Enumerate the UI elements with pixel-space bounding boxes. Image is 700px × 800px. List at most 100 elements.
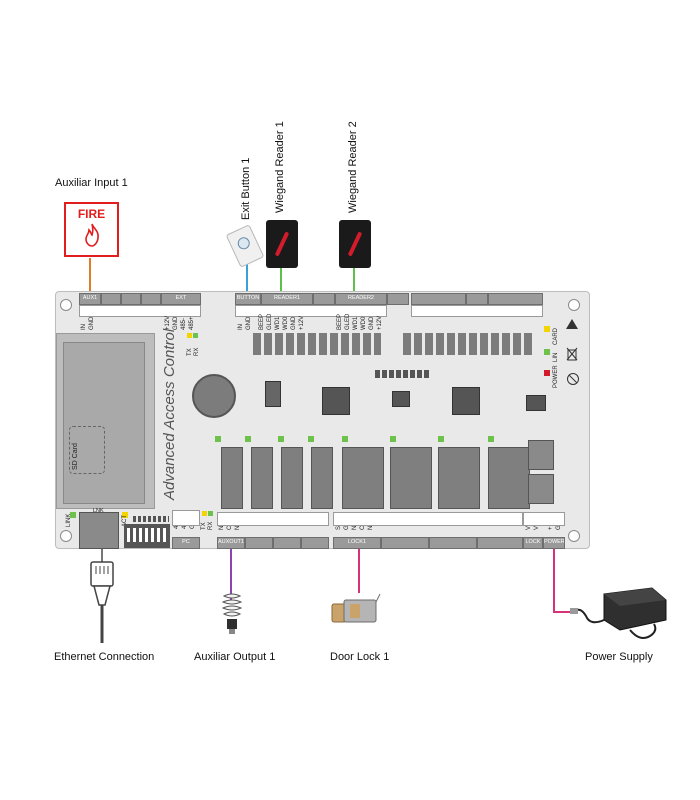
ethernet-plug-icon — [90, 561, 114, 643]
pc-terminal: PC — [172, 537, 200, 549]
pc-socket — [172, 510, 200, 526]
fuse-block — [528, 474, 554, 504]
dip-switch — [124, 524, 170, 548]
small-chip-1 — [265, 381, 281, 407]
relay-4 — [311, 447, 333, 509]
relay-1 — [221, 447, 243, 509]
tx-label-bottom: TX — [201, 522, 207, 530]
reader1-device — [266, 220, 298, 268]
terminal-blank-1 — [101, 293, 121, 305]
r2-pin-gled: GLED — [345, 313, 351, 330]
rx-label-bottom: RX — [208, 521, 214, 530]
tx-led-bottom — [202, 511, 207, 516]
top-socket-reader — [235, 305, 387, 317]
power-adapter-icon — [570, 587, 667, 639]
coin-battery — [192, 374, 236, 418]
flame-icon — [84, 223, 99, 247]
rj45-port — [79, 512, 119, 549]
ext-pin-485m: 485- — [181, 317, 187, 330]
door-lock-icon — [331, 593, 381, 623]
door-lock-label: Door Lock 1 — [330, 651, 390, 663]
mount-hole-tl — [60, 299, 72, 311]
mount-hole-br — [568, 530, 580, 542]
sd-card-label: SD Card — [72, 443, 79, 470]
reader2-label: Wiegand Reader 2 — [347, 121, 359, 213]
link-led — [70, 512, 76, 518]
lock-led-3 — [438, 436, 444, 442]
mount-hole-tr — [568, 299, 580, 311]
power-terminal: POWER — [543, 537, 565, 549]
reader2-led-icon — [347, 231, 363, 257]
auxout-terminal: AUXOUT1 — [217, 537, 245, 549]
relay-led-1 — [215, 436, 221, 442]
power-supply-label: Power Supply — [585, 651, 653, 663]
terminal-blank-8 — [488, 293, 543, 305]
power-socket — [523, 512, 565, 526]
exit-button-label: Exit Button 1 — [240, 157, 252, 220]
card-led — [544, 326, 550, 332]
r2-pin-beep: BEEP — [337, 313, 343, 330]
terminal-blank-5 — [387, 293, 409, 305]
mount-hole-bl — [60, 530, 72, 542]
button-terminal: BUTTON — [235, 293, 261, 305]
r1-pin-gnd: GND — [291, 316, 297, 330]
aux1-terminal: AUX1 — [79, 293, 101, 305]
bin-icon — [566, 347, 578, 361]
r1-pin-wd1: WD1 — [275, 316, 281, 330]
ethernet-label: Ethernet Connection — [54, 651, 155, 663]
r1-pin-12v: +12V — [299, 315, 305, 330]
button-pin-gnd: GND — [246, 316, 252, 330]
regulator-chip — [392, 391, 410, 407]
mcu-chip-2 — [452, 387, 480, 415]
top-socket-right — [411, 305, 543, 317]
terminal-bottom-blank-1 — [245, 537, 273, 549]
lock2-terminal — [381, 537, 429, 549]
card-led-label: CARD — [553, 327, 559, 345]
r2-pin-wd1: WD1 — [353, 316, 359, 330]
lock-relay-2 — [390, 447, 432, 509]
warning-icon — [566, 319, 578, 329]
board-title: Advanced Access Control — [161, 328, 178, 500]
lock-v-terminal: LOCK — [523, 537, 543, 549]
r2-pin-12v: +12V — [377, 315, 383, 330]
terminal-blank-3 — [141, 293, 161, 305]
lock-led-1 — [342, 436, 348, 442]
relay-led-4 — [308, 436, 314, 442]
mcu-chip-1 — [322, 387, 350, 415]
rx-led-bottom — [208, 511, 213, 516]
small-chip-2 — [526, 395, 546, 411]
lnk-label: LNK — [93, 508, 104, 514]
act-led — [122, 512, 128, 518]
power-wire — [553, 549, 575, 613]
terminal-blank-4 — [313, 293, 335, 305]
lock3-terminal — [429, 537, 477, 549]
right-components — [403, 333, 533, 355]
aux-pin-in: IN — [81, 324, 87, 330]
ext-pin-485p: 485+ — [189, 316, 195, 330]
auxout-socket — [217, 512, 329, 526]
lock1-terminal: LOCK1 — [333, 537, 381, 549]
link-label: LINK — [66, 513, 72, 527]
r2-pin-wd0: WD0 — [361, 316, 367, 330]
light-bulb-icon — [221, 593, 243, 634]
terminal-blank-6 — [411, 293, 466, 305]
tx-led-top — [187, 333, 192, 338]
power-led-label: POWER — [553, 365, 559, 388]
reader1-led-icon — [274, 231, 290, 257]
power-led — [544, 370, 550, 376]
lin-led-label: LIN — [553, 352, 559, 362]
button-pin-in: IN — [238, 324, 244, 330]
r1-pin-beep: BEEP — [259, 313, 265, 330]
lock-relay-1 — [342, 447, 384, 509]
recycle-icon — [567, 373, 579, 385]
terminal-blank-2 — [121, 293, 141, 305]
tx-label-top: TX — [187, 348, 193, 356]
exit-button-icon — [235, 235, 252, 252]
fire-alarm-box: FIRE — [64, 202, 119, 257]
aux-pin-gnd: GND — [89, 316, 95, 330]
dip-header — [133, 516, 169, 522]
r1-pin-wd0: WD0 — [283, 316, 289, 330]
aux-output-label: Auxiliar Output 1 — [194, 651, 276, 663]
r2-pin-gnd: GND — [369, 316, 375, 330]
